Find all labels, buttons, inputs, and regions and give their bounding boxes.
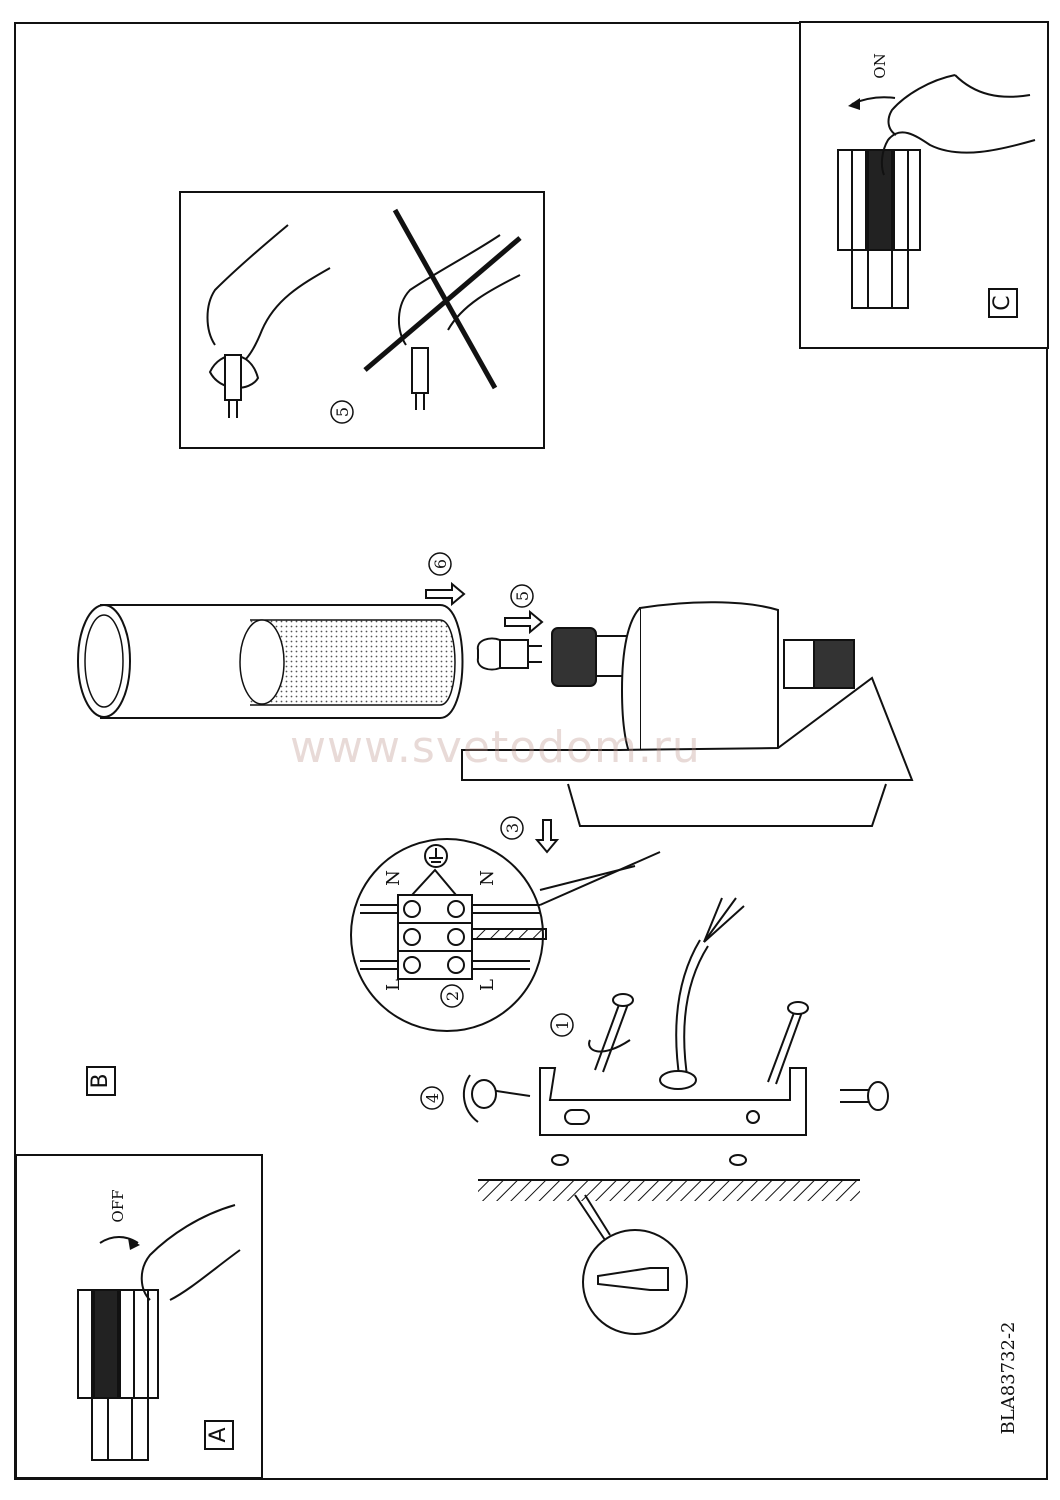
rotate-arrow-a xyxy=(99,1236,139,1244)
step-1: 1 xyxy=(553,1020,572,1030)
glass-tube xyxy=(77,604,464,719)
dowel-detail xyxy=(574,1194,688,1335)
rotate-arrows xyxy=(462,1039,631,1123)
step-6: 6 xyxy=(431,559,450,569)
step-4: 4 xyxy=(423,1093,442,1103)
step-5-inset: 5 xyxy=(333,407,352,417)
panel-a-label: A xyxy=(204,1420,234,1450)
lamp-body xyxy=(461,601,914,827)
live-left-label: L xyxy=(383,979,404,991)
switch-labels: ON OFF xyxy=(109,53,889,1222)
document-code: BLA83732-2 xyxy=(998,1322,1019,1435)
neutral-left-label: N xyxy=(383,870,404,886)
terminal-detail xyxy=(350,838,661,1032)
panel-c-label: C xyxy=(988,288,1018,318)
wiring-labels: N N L L xyxy=(383,870,498,991)
bulb-handling-inset xyxy=(179,191,545,449)
live-right-label: L xyxy=(477,979,498,991)
watermark: www.svetodom.ru xyxy=(290,722,701,773)
step-3: 3 xyxy=(503,823,522,833)
step-circles xyxy=(330,400,574,1110)
insert-arrows xyxy=(425,581,560,854)
step-5: 5 xyxy=(513,591,532,601)
wrong-handling xyxy=(363,208,522,410)
correct-handling xyxy=(206,224,331,418)
hand-c xyxy=(880,74,1036,176)
panel-c-switch-on xyxy=(799,21,1049,349)
earth-symbol xyxy=(424,844,448,868)
neutral-right-label: N xyxy=(477,870,498,886)
panel-b-label: B xyxy=(86,1066,116,1096)
hand-a xyxy=(140,1204,241,1301)
on-label: ON xyxy=(871,53,889,78)
mounting-bracket xyxy=(471,897,889,1166)
wall-surface xyxy=(478,1179,860,1201)
breaker-c xyxy=(837,149,921,309)
off-label: OFF xyxy=(109,1189,127,1222)
step-numbers: 5 6 5 3 2 1 4 xyxy=(333,407,572,1103)
step-2: 2 xyxy=(443,991,462,1001)
bulb-g9 xyxy=(476,637,542,671)
